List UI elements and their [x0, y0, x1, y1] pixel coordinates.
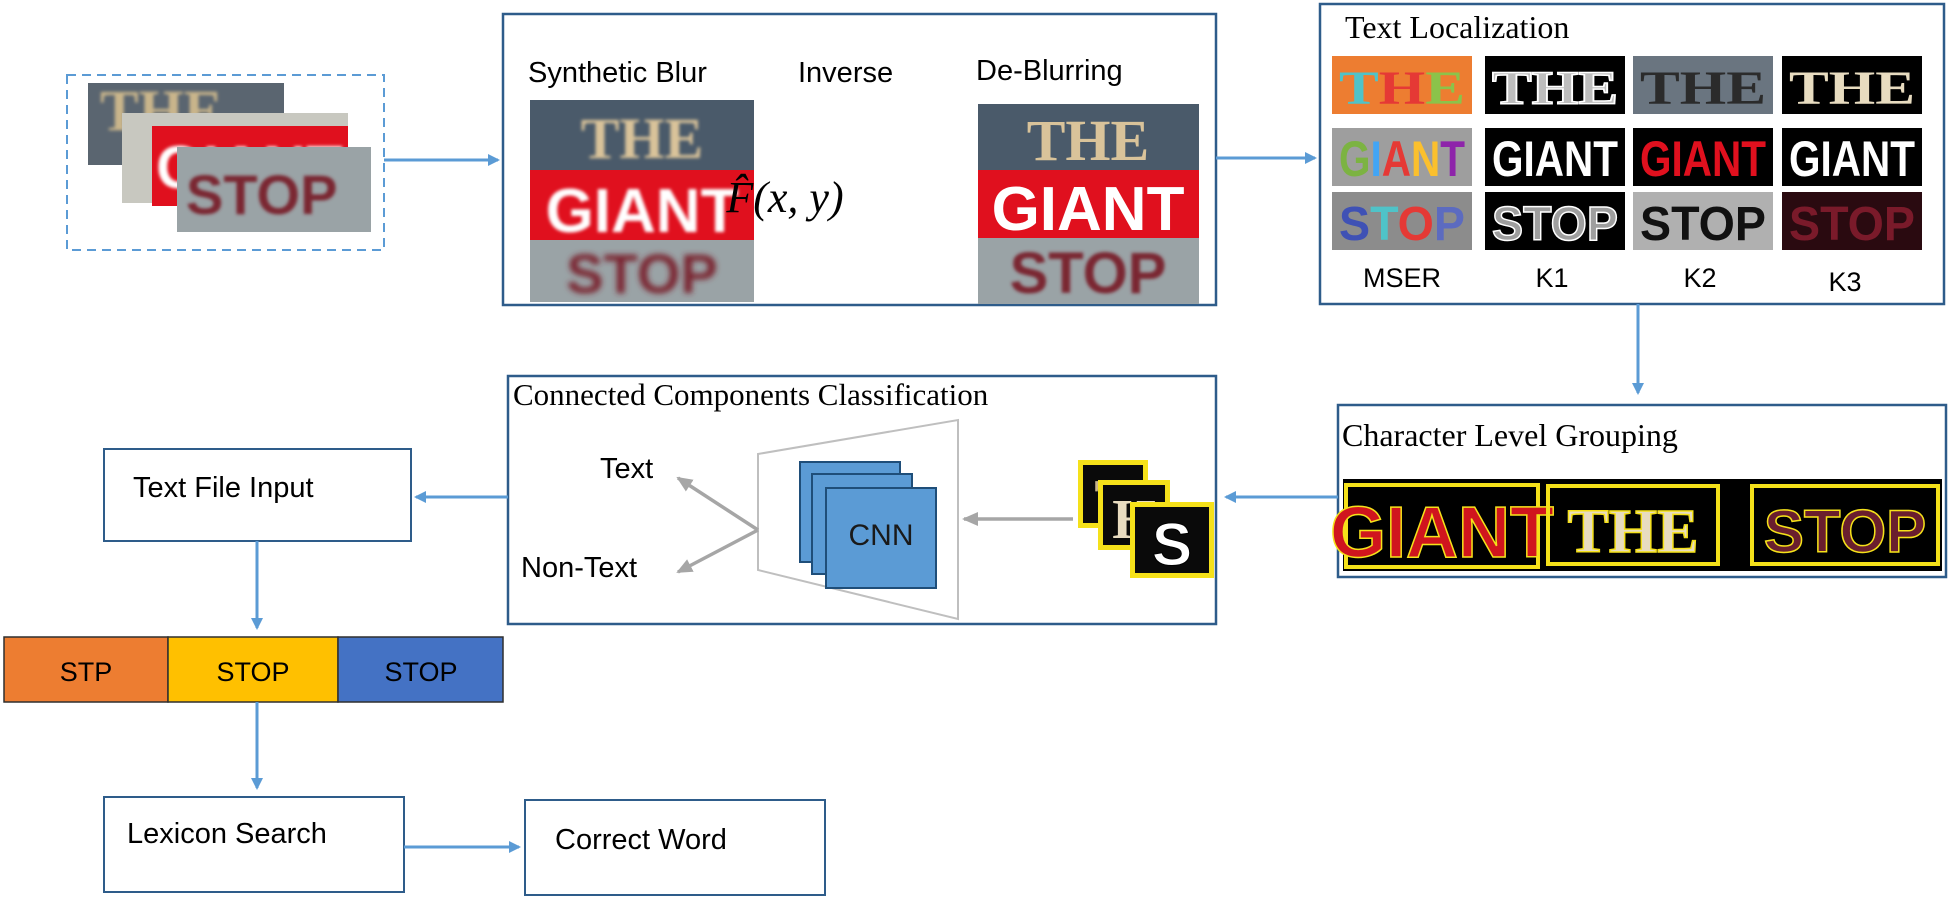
label-de-blurring: De-Blurring — [976, 55, 1123, 87]
correct-word-label: Correct Word — [555, 824, 727, 856]
blurred-text-stop: STOP — [566, 242, 717, 305]
grouping-word-the: THE — [1546, 484, 1720, 567]
deblur-panel: Synthetic Blur Inverse De-Blurring THE G… — [501, 12, 1218, 307]
localization-thumb-mser-giant — [1332, 128, 1472, 186]
blurred-text-giant: GIANT — [546, 177, 739, 246]
grouping-title: Character Level Grouping — [1342, 417, 1678, 453]
output-label-non-text: Non-Text — [521, 552, 637, 584]
localization-title: Text Localization — [1345, 9, 1569, 45]
localization-thumb-text-k3-giant: GIANT — [1789, 131, 1915, 187]
localization-thumb-k2-the — [1633, 56, 1773, 114]
localization-thumb-k1-stop — [1485, 192, 1625, 250]
localization-thumb-text-k2-giant: GIANT — [1640, 131, 1766, 187]
localization-thumb-text-k1-stop: STOP — [1492, 198, 1618, 251]
deblurred-text-stop: STOP — [1010, 241, 1167, 306]
candidate-text-stop-1: STOP — [216, 657, 289, 687]
blurred-sign-image: THE GIANT STOP — [530, 100, 754, 305]
localization-thumb-text-k3-stop: STOP — [1789, 198, 1915, 251]
localization-thumb-mser-the — [1332, 56, 1472, 114]
localization-thumb-k2-stop — [1633, 192, 1773, 250]
blurred-text-the: THE — [581, 106, 704, 171]
candidate-text-stp: STP — [60, 657, 113, 687]
text-file-input-label: Text File Input — [133, 472, 314, 504]
text-file-input-box: Text File Input — [103, 448, 412, 542]
localization-thumb-text-k1-giant: GIANT — [1492, 131, 1618, 187]
localization-thumb-k3-giant — [1782, 128, 1922, 186]
localization-thumb-k1-the — [1485, 56, 1625, 114]
localization-thumb-mser-stop — [1332, 192, 1472, 250]
candidate-cell-3 — [337, 636, 504, 703]
text-file-input-frame — [103, 448, 412, 542]
localization-thumb-k1-giant — [1485, 128, 1625, 186]
candidate-cell-2 — [167, 636, 339, 703]
inverse-formula: F̂(x, y) — [725, 173, 843, 222]
lexicon-search-box: Lexicon Search — [103, 796, 405, 893]
localization-thumb-text-k3-the: THE — [1789, 62, 1915, 115]
input-dashed-frame — [66, 74, 385, 251]
correct-word-frame — [524, 799, 826, 896]
grouping-text-giant: GIANT — [1330, 493, 1554, 573]
candidate-text-stop-2: STOP — [384, 657, 457, 687]
grouping-word-giant: GIANT — [1329, 483, 1555, 574]
output-label-text: Text — [600, 453, 653, 485]
column-label-k3: K3 — [1828, 267, 1861, 297]
arrow-cnn-to-non-text — [676, 528, 759, 574]
label-inverse: Inverse — [798, 57, 893, 89]
cnn-label: CNN — [849, 519, 914, 552]
label-synthetic-blur: Synthetic Blur — [528, 57, 707, 89]
classification-title: Connected Components Classification — [513, 377, 989, 412]
candidate-words-bar: STP STOP STOP — [3, 636, 504, 703]
lexicon-search-label: Lexicon Search — [127, 818, 327, 850]
cnn-block-stack: CNN — [799, 461, 937, 589]
input-card-stop: STOP — [177, 147, 371, 232]
grouping-text-stop: STOP — [1764, 498, 1926, 565]
column-label-k1: K1 — [1535, 263, 1568, 293]
localization-thumb-k3-the — [1782, 56, 1922, 114]
deblurred-sign-image: THE GIANT STOP — [978, 104, 1199, 306]
column-label-k2: K2 — [1683, 263, 1716, 293]
localization-thumb-text-k2-stop: STOP — [1640, 198, 1766, 251]
deblurred-text-giant: GIANT — [992, 175, 1185, 244]
localization-thumb-text-k1-the: THE — [1492, 62, 1618, 115]
deblurred-text-the: THE — [1027, 108, 1150, 173]
lexicon-search-frame — [103, 796, 405, 893]
localization-thumb-text-mser-stop: STOP — [1339, 198, 1465, 251]
connected-component-crops: T H S — [1078, 460, 1214, 579]
grouping-text-the: THE — [1568, 498, 1699, 566]
localization-thumb-text-mser-giant: GIANT — [1339, 131, 1465, 187]
localization-thumb-k3-stop — [1782, 192, 1922, 250]
cc-classification-panel: Connected Components Classification CNN … — [506, 374, 1218, 626]
input-card-stop-text: STOP — [186, 163, 337, 226]
column-label-mser: MSER — [1363, 263, 1441, 293]
localization-thumb-k2-giant — [1633, 128, 1773, 186]
character-grouping-panel: Character Level Grouping GIANT THE STOP — [1329, 403, 1948, 579]
localization-thumb-text-k2-the: THE — [1640, 62, 1766, 115]
candidate-cell-1 — [3, 636, 169, 703]
grouping-word-stop: STOP — [1750, 484, 1940, 566]
correct-word-box: Correct Word — [524, 799, 826, 896]
grouping-image-background — [1343, 479, 1942, 571]
arrow-cnn-to-text — [676, 476, 759, 532]
component-glyph-s: S — [1152, 511, 1192, 578]
input-image-stack: THE GIANT STOP — [66, 74, 385, 251]
